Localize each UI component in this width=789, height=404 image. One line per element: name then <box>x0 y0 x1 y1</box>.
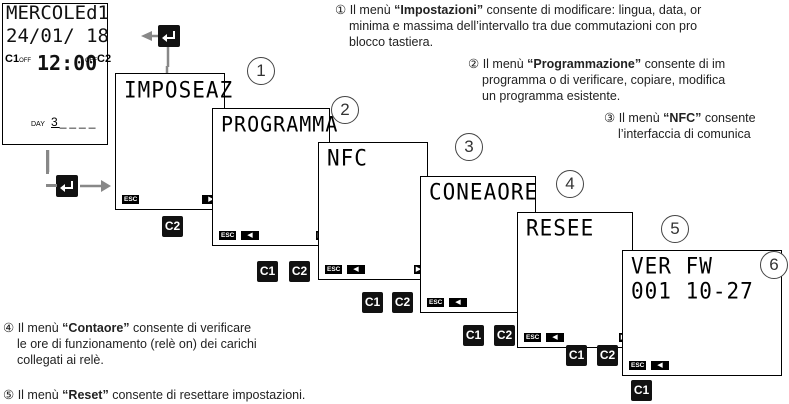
screen-2-text: PROGRAMMA <box>221 111 339 137</box>
step-marker-2: 2 <box>331 96 359 124</box>
key-c1[interactable]: C1 <box>257 261 278 282</box>
step-marker-1: 1 <box>247 57 275 85</box>
left-arrow-icon: ◀ <box>651 361 669 370</box>
esc-label: ESC <box>629 361 647 370</box>
key-c2[interactable]: C2 <box>289 261 310 282</box>
esc-label: ESC <box>427 298 445 307</box>
day-value: 3____ <box>51 115 99 129</box>
main-display: MERCOLEd1 24/01/ 18 C1OFF 12:00 OFFC2 DA… <box>2 2 112 145</box>
enter-icon <box>162 31 175 42</box>
esc-label: ESC <box>219 231 237 240</box>
note-1: ① Il menù “Impostazioni” consente di mod… <box>335 3 702 49</box>
left-arrow-icon: ◀ <box>241 231 259 240</box>
key-c1[interactable]: C1 <box>631 380 652 401</box>
menu-screen-3: NFC ESC ◀ ▶ <box>318 142 428 280</box>
connector <box>46 150 49 174</box>
screen-6-line2: 001 10-27 <box>631 278 754 304</box>
enter-key-top[interactable] <box>158 25 180 47</box>
enter-key-bottom[interactable] <box>56 175 78 197</box>
enter-icon <box>60 181 73 192</box>
c1-indicator: C1OFF <box>5 53 32 65</box>
time-readout: 12:00 <box>37 51 98 75</box>
menu-screen-5: RESEE ESC ◀ ▶ <box>517 212 633 348</box>
connector <box>46 184 57 187</box>
screen-6-line1: VER FW <box>631 253 713 279</box>
day-label: DAY <box>31 121 45 128</box>
key-c1[interactable]: C1 <box>362 292 383 313</box>
right-arrow-icon: ▶ <box>414 265 423 274</box>
screen-4-text: CONEAORE <box>429 179 539 205</box>
key-c2[interactable]: C2 <box>162 216 183 237</box>
day-name: MERCOLEd1 <box>6 2 109 24</box>
screen-5-text: RESEE <box>526 215 595 241</box>
date-readout: 24/01/ 18 <box>6 25 109 47</box>
esc-label: ESC <box>325 265 343 274</box>
note-4: ④ Il menù “Contaore” consente di verific… <box>3 321 257 367</box>
note-5: ⑤ Il menù “Reset” consente di resettare … <box>3 388 306 402</box>
step-marker-4: 4 <box>556 170 584 198</box>
menu-screen-2: PROGRAMMA ESC ◀ ▶ <box>212 108 337 246</box>
menu-screen-6: VER FW 001 10-27 ESC ◀ <box>622 250 782 376</box>
key-c2[interactable]: C2 <box>494 325 515 346</box>
step-marker-6: 6 <box>760 251 788 279</box>
key-c1[interactable]: C1 <box>566 345 587 366</box>
esc-label: ESC <box>122 195 140 204</box>
screen-3-text: NFC <box>327 145 368 171</box>
note-3: ③ Il menù “NFC” consente l’interfaccia d… <box>604 111 756 141</box>
step-marker-3: 3 <box>455 133 483 161</box>
screen-1-text: IMPOSEAZ <box>124 77 234 103</box>
right-arrow-icon: ▶ <box>202 195 220 204</box>
left-arrow-icon: ◀ <box>449 298 467 307</box>
esc-label: ESC <box>524 333 542 342</box>
menu-screen-1: IMPOSEAZ ESC ▶ <box>115 73 232 210</box>
key-c1[interactable]: C1 <box>463 325 484 346</box>
key-c2[interactable]: C2 <box>392 292 413 313</box>
left-arrow-icon: ◀ <box>546 333 564 342</box>
c2-indicator: OFFC2 <box>85 53 112 65</box>
note-2: ② Il menù “Programmazione” consente di i… <box>468 57 726 103</box>
step-marker-5: 5 <box>661 215 689 243</box>
left-arrow-icon: ◀ <box>347 265 365 274</box>
key-c2[interactable]: C2 <box>597 345 618 366</box>
menu-screen-4: CONEAORE ESC ◀ ▶ <box>420 176 539 313</box>
